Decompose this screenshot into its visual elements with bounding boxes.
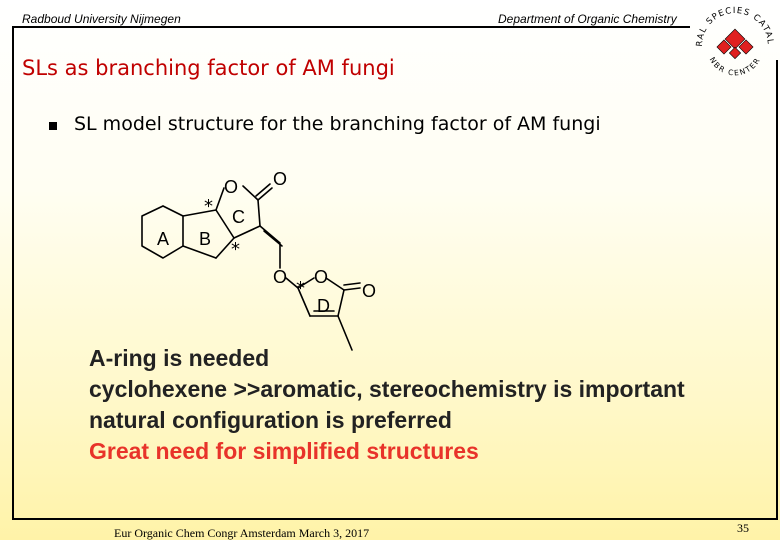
bullet-marker: [49, 122, 57, 130]
atom-o-carbonyl-c: O: [273, 169, 287, 189]
frame-right-line: [776, 60, 778, 520]
atom-o-ring-d: O: [314, 267, 328, 287]
ring-label-a: A: [157, 229, 169, 249]
atom-o-ring-c: O: [224, 177, 238, 197]
strigolactone-structure: A B C D O O O O O * * *: [141, 169, 376, 351]
bullet-text: SL model structure for the branching fac…: [74, 113, 601, 135]
nbr-center-logo: NATURAL SPECIES CATALOGUE NBR CENTER: [692, 2, 774, 78]
note-line-highlight: Great need for simplified structures: [89, 438, 479, 464]
frame-top-line: [12, 26, 690, 28]
atom-o-ether: O: [273, 267, 287, 287]
atom-o-carbonyl-d: O: [362, 281, 376, 301]
footer-event: Eur Organic Chem Congr Amsterdam March 3…: [114, 526, 370, 540]
header-department: Department of Organic Chemistry: [498, 12, 677, 26]
note-line: cyclohexene >>aromatic, stereochemistry …: [89, 376, 685, 402]
ring-label-b: B: [199, 229, 211, 249]
frame-left-line: [12, 26, 14, 520]
page-number: 35: [737, 521, 749, 535]
stereo-mark-2: *: [231, 239, 240, 260]
stereo-mark-3: *: [296, 278, 305, 299]
note-line: A-ring is needed: [89, 345, 270, 371]
ring-label-d: D: [317, 296, 330, 316]
header-university: Radboud University Nijmegen: [22, 12, 181, 26]
note-line: natural configuration is preferred: [89, 407, 452, 433]
slide-title: SLs as branching factor of AM fungi: [22, 56, 395, 80]
key-points: A-ring is needed cyclohexene >>aromatic,…: [89, 343, 685, 467]
frame-bottom-line: [12, 518, 778, 520]
logo-emblem: [716, 28, 754, 60]
stereo-mark-1: *: [204, 196, 213, 217]
ring-label-c: C: [232, 207, 245, 227]
